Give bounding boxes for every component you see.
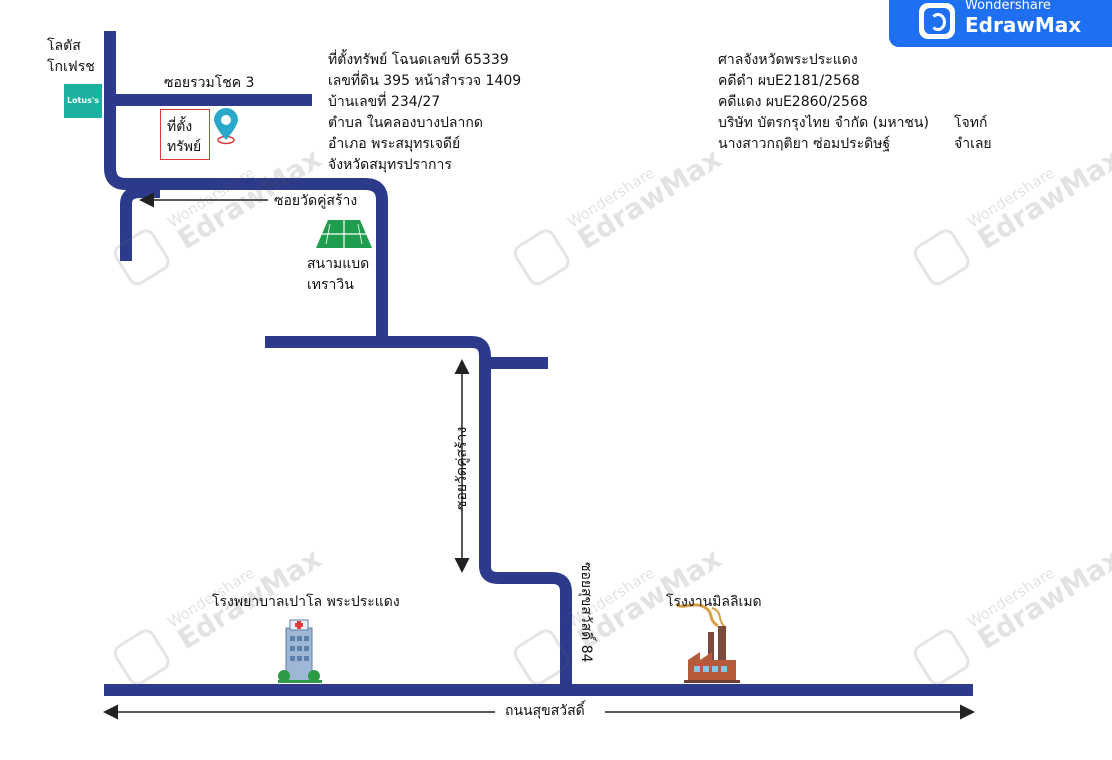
label-soi-ruamchok: ซอยรวมโชค 3: [164, 75, 255, 91]
badminton-label: สนามแบด เทราวิน: [307, 256, 370, 293]
court-roles: โจทก์ จำเลย: [954, 115, 992, 152]
brand-name: EdrawMax: [965, 13, 1082, 37]
court-info: ศาลจังหวัดพระประแดง คดีดำ ผบE2181/2568 ค…: [718, 52, 929, 152]
factory-label: โรงงานมิลลิเมด: [666, 594, 762, 610]
property-label-box: ที่ตั้ง ทรัพย์: [160, 109, 210, 160]
store-logo-icon: Lotus's: [64, 84, 102, 118]
hospital-label: โรงพยาบาลเปาโล พระประแดง: [212, 594, 400, 610]
property-info: ที่ตั้งทรัพย์ โฉนดเลขที่ 65339 เลขที่ดิน…: [328, 52, 522, 173]
label-soi-suksawat84: ซอยสุขสวัสดิ์ 84: [578, 562, 594, 663]
edrawmax-logo-icon: [919, 3, 955, 39]
label-soi-wat-vertical: ซอยวัดคู่สร้าง: [454, 426, 470, 510]
road-left-vertical: [104, 31, 388, 342]
label-main-road: ถนนสุขสวัสดิ์: [505, 703, 585, 719]
badminton-court-icon: [316, 220, 372, 248]
label-soi-wat-top: ซอยวัดคู่สร้าง: [274, 193, 358, 209]
edrawmax-badge: Wondershare EdrawMax: [889, 0, 1112, 47]
road-soi-wat-branch: [120, 186, 160, 261]
factory-icon: [674, 602, 740, 683]
hospital-icon: [278, 619, 322, 683]
roads: [104, 31, 973, 696]
brand-top: Wondershare: [965, 0, 1051, 13]
location-pin-icon: [214, 108, 238, 145]
lotus-name: โลตัส โกเฟรช: [47, 38, 95, 75]
road-middle-horizontal: [265, 336, 572, 690]
